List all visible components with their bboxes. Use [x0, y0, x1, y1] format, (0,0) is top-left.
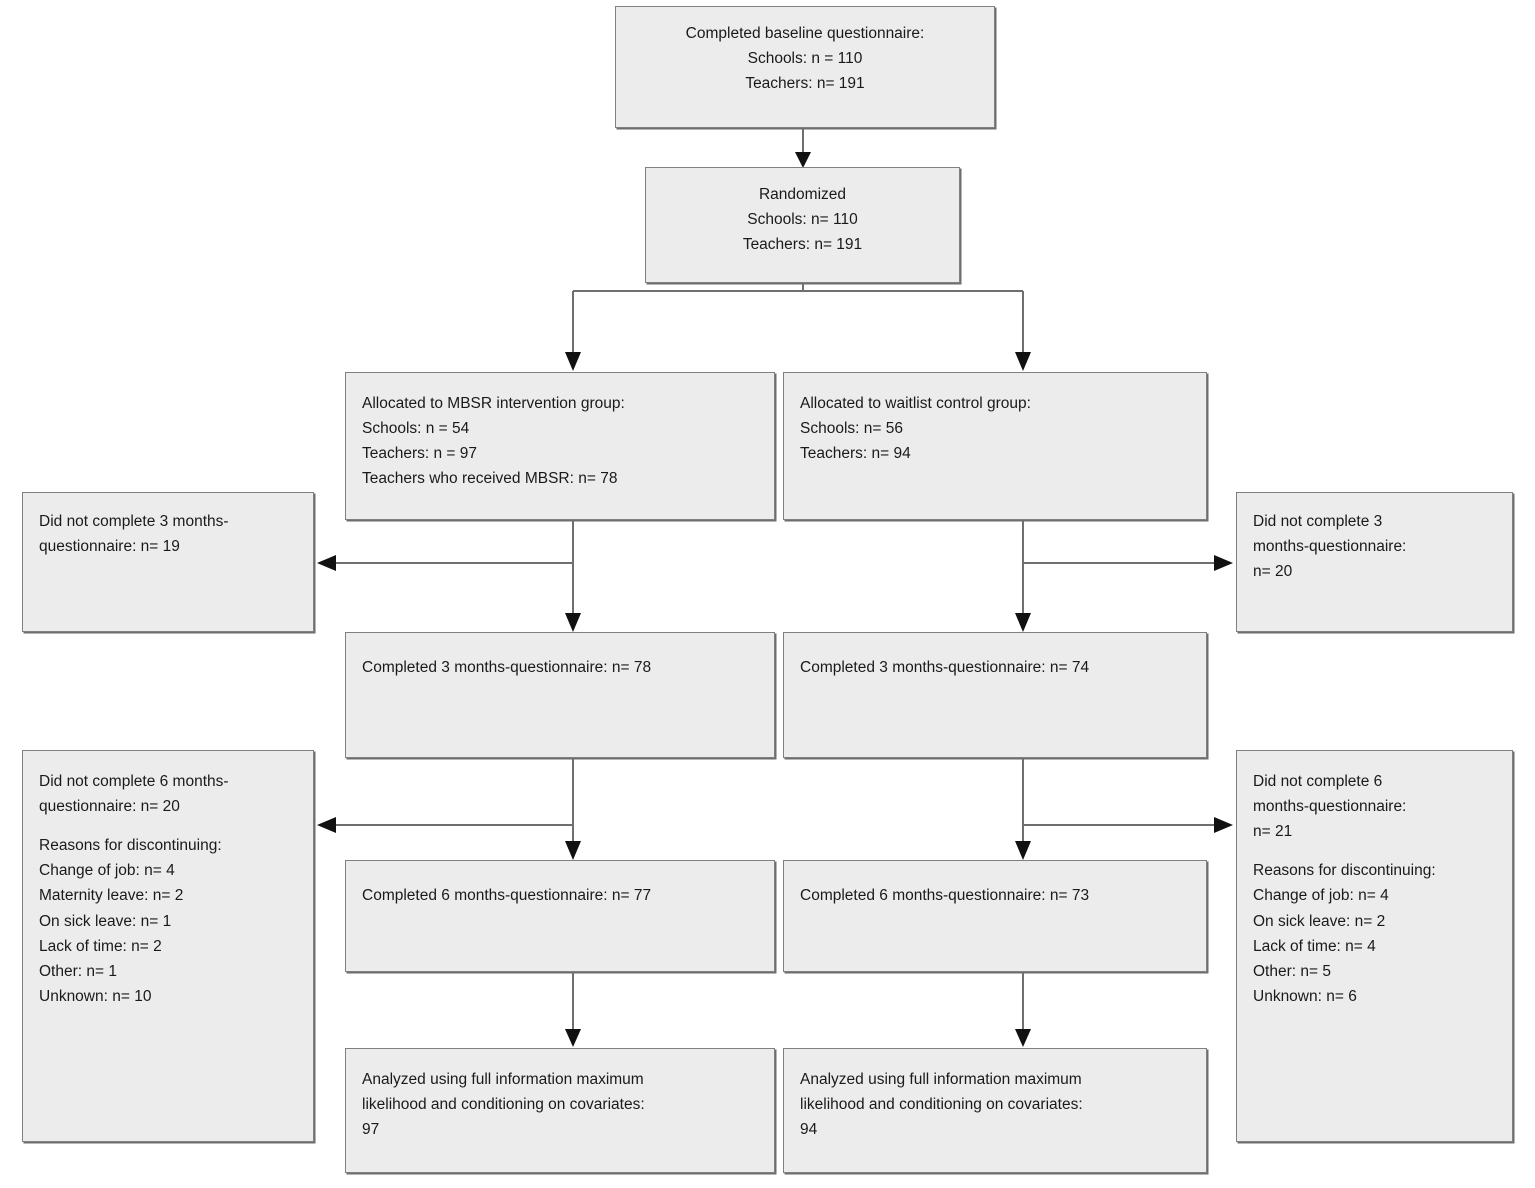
arrowhead-control-6m-dropout	[1214, 817, 1233, 833]
node-completed-baseline-questionnaire: Completed baseline questionnaire: School…	[615, 6, 995, 128]
node-line: Other: n= 1	[39, 962, 117, 980]
node-line: Reasons for discontinuing:	[1253, 862, 1436, 880]
node-line: months-questionnaire:	[1253, 798, 1407, 816]
node-line: Completed 6 months-questionnaire: n= 77	[362, 887, 652, 904]
node-completed-6-months-control: Completed 6 months-questionnaire: n= 73	[783, 860, 1207, 972]
node-line: Reasons for discontinuing:	[39, 837, 222, 855]
node-line: Lack of time: n= 4	[1253, 937, 1376, 955]
node-line: Lack of time: n= 2	[39, 937, 162, 955]
node-line: Teachers: n= 191	[745, 75, 865, 93]
node-line: Randomized	[758, 186, 847, 203]
arrowhead-to-control-allocation	[1015, 352, 1031, 371]
node-line-spacer	[39, 819, 297, 833]
connector-randomized-split	[572, 283, 1024, 355]
node-analyzed-intervention: Analyzed using full information maximum …	[345, 1048, 775, 1173]
node-line: Analyzed using full information maximum	[362, 1071, 644, 1088]
arrowhead-intervention-6m-dropout	[317, 817, 336, 833]
node-line: Other: n= 5	[1253, 962, 1331, 980]
node-line: Did not complete 6	[1253, 773, 1383, 790]
node-line: Maternity leave: n= 2	[39, 887, 184, 905]
node-line: months-questionnaire:	[1253, 538, 1407, 556]
arrowhead-intervention-3m-to-6m	[565, 841, 581, 860]
arrowhead-intervention-alloc-to-3m	[565, 613, 581, 632]
arrowhead-baseline-to-randomized	[795, 152, 811, 168]
node-line: n= 20	[1253, 563, 1293, 581]
node-line: On sick leave: n= 1	[39, 912, 172, 930]
node-line: 94	[800, 1121, 818, 1139]
node-allocated-waitlist-control-group: Allocated to waitlist control group: Sch…	[783, 372, 1207, 520]
node-line: Schools: n= 56	[800, 420, 903, 438]
node-did-not-complete-3-months-intervention: Did not complete 3 months- questionnaire…	[22, 492, 314, 632]
node-analyzed-control: Analyzed using full information maximum …	[783, 1048, 1207, 1173]
node-line: Completed 6 months-questionnaire: n= 73	[800, 887, 1090, 904]
node-completed-3-months-intervention: Completed 3 months-questionnaire: n= 78	[345, 632, 775, 758]
arrowhead-control-6m-to-analyzed	[1015, 1029, 1031, 1047]
arrowhead-control-alloc-to-3m	[1015, 613, 1031, 632]
node-line: Completed baseline questionnaire:	[685, 25, 925, 42]
node-line: Completed 3 months-questionnaire: n= 74	[800, 659, 1090, 676]
node-line: Unknown: n= 10	[39, 987, 152, 1005]
node-line: Analyzed using full information maximum	[800, 1071, 1082, 1088]
node-completed-6-months-intervention: Completed 6 months-questionnaire: n= 77	[345, 860, 775, 972]
arrowhead-to-intervention-allocation	[565, 352, 581, 371]
node-line: Teachers: n = 97	[362, 445, 478, 463]
node-line: Teachers who received MBSR: n= 78	[362, 470, 618, 488]
arrowhead-intervention-3m-dropout	[317, 555, 336, 571]
node-line: questionnaire: n= 20	[39, 798, 180, 816]
node-line: Schools: n= 110	[747, 211, 858, 229]
node-line: likelihood and conditioning on covariate…	[800, 1096, 1083, 1114]
node-line: Did not complete 6 months-	[39, 773, 229, 790]
node-randomized: Randomized Schools: n= 110 Teachers: n= …	[645, 167, 960, 283]
node-line-spacer	[1253, 844, 1496, 858]
node-line: Allocated to MBSR intervention group:	[362, 395, 625, 412]
node-line: Change of job: n= 4	[39, 862, 175, 880]
node-line: questionnaire: n= 19	[39, 538, 180, 556]
node-line: Change of job: n= 4	[1253, 887, 1389, 905]
node-line: Did not complete 3	[1253, 513, 1383, 530]
node-line: n= 21	[1253, 823, 1293, 841]
node-did-not-complete-6-months-control: Did not complete 6 months-questionnaire:…	[1236, 750, 1513, 1142]
node-line: likelihood and conditioning on covariate…	[362, 1096, 645, 1114]
node-line: Allocated to waitlist control group:	[800, 395, 1031, 412]
node-line: Schools: n = 110	[747, 50, 863, 68]
node-line: Did not complete 3 months-	[39, 513, 229, 530]
node-line: On sick leave: n= 2	[1253, 912, 1386, 930]
arrowhead-control-3m-to-6m	[1015, 841, 1031, 860]
node-line: Unknown: n= 6	[1253, 987, 1357, 1005]
node-line: Schools: n = 54	[362, 420, 470, 438]
node-did-not-complete-3-months-control: Did not complete 3 months-questionnaire:…	[1236, 492, 1513, 632]
arrowhead-control-3m-dropout	[1214, 555, 1233, 571]
node-line: Completed 3 months-questionnaire: n= 78	[362, 659, 652, 676]
node-line: Teachers: n= 191	[742, 236, 863, 254]
node-line: Teachers: n= 94	[800, 445, 911, 463]
arrowhead-intervention-6m-to-analyzed	[565, 1029, 581, 1047]
node-line: 97	[362, 1121, 380, 1139]
node-completed-3-months-control: Completed 3 months-questionnaire: n= 74	[783, 632, 1207, 758]
node-allocated-mbsr-intervention-group: Allocated to MBSR intervention group: Sc…	[345, 372, 775, 520]
node-did-not-complete-6-months-intervention: Did not complete 6 months- questionnaire…	[22, 750, 314, 1142]
